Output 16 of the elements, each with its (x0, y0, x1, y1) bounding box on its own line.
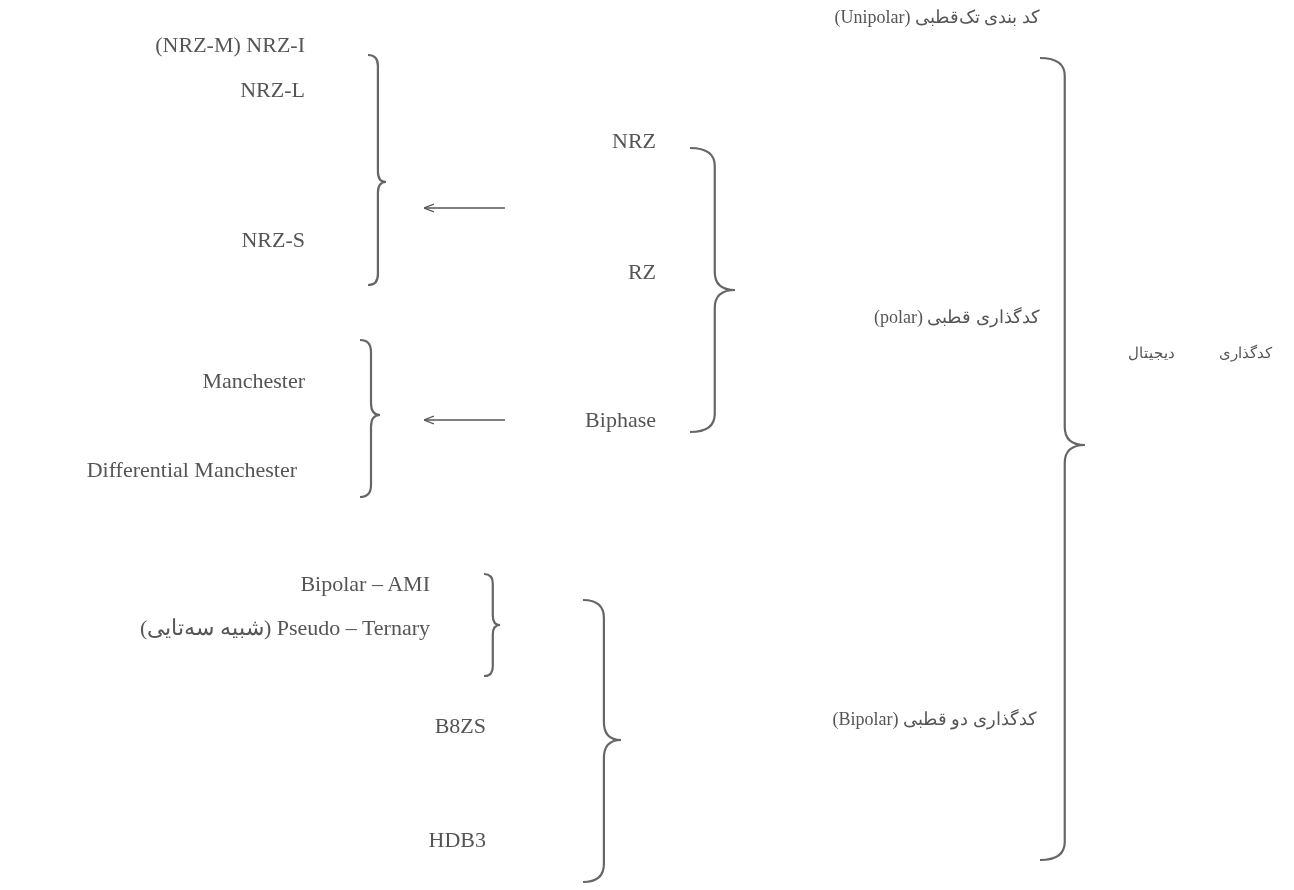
term-label: کدگذاری قطبی (polar) (874, 307, 1040, 329)
term-label: (شبیه سه‌تایی) Pseudo – Ternary (140, 614, 430, 642)
term-label: کدگذاری دیجیتال (1128, 344, 1272, 362)
term-label: RZ (627, 258, 656, 286)
term-label: HDB3 (428, 826, 486, 854)
term-label: (NRZ-M) NRZ-I (155, 31, 305, 59)
term-label: NRZ-S (241, 226, 305, 254)
term-label: کد بندی تک‌قطبی (Unipolar) (834, 7, 1040, 29)
term-label: Biphase (585, 406, 656, 434)
term-label: NRZ-L (240, 76, 305, 104)
term-label: Manchester (202, 367, 305, 395)
term-label: Bipolar – AMI (300, 570, 430, 598)
term-label: NRZ (612, 127, 656, 155)
term-label: کدگذاری دو قطبی (Bipolar) (832, 709, 1037, 731)
term-label: Differential Manchester (86, 456, 297, 484)
term-label: B8ZS (434, 712, 486, 740)
